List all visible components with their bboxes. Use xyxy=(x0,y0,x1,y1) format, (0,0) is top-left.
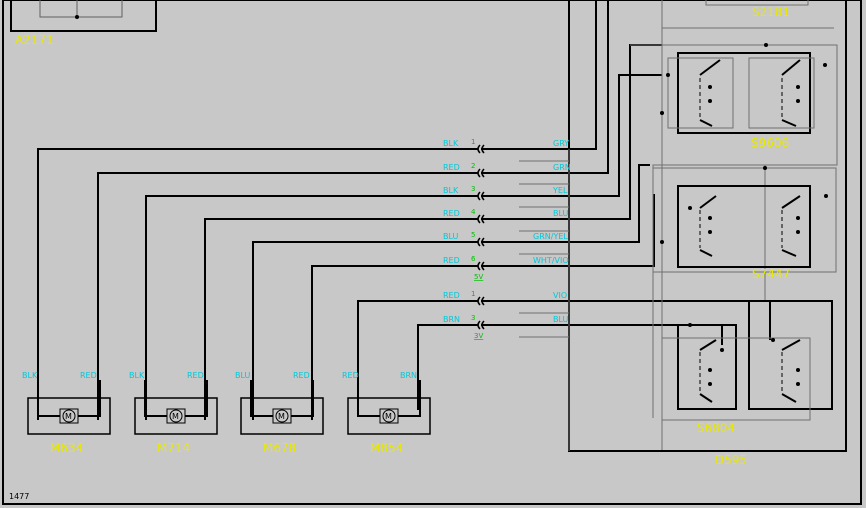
motor-right-wire-label: RED xyxy=(80,371,97,380)
motor-left-wire-label: BLK xyxy=(22,371,38,380)
pin-number: 3 xyxy=(471,185,475,193)
motor-rotor-icon xyxy=(62,409,76,423)
motor-rotor-icon xyxy=(275,409,289,423)
motor: M BLK RED M634 xyxy=(22,371,111,455)
motor-right-wire-label: BRN xyxy=(400,371,417,380)
wire-label-left: BLK xyxy=(443,186,459,195)
wire-to-motor xyxy=(97,172,478,420)
motor-rotor-icon xyxy=(169,409,183,423)
label-a2171: A2171 xyxy=(15,33,54,47)
wire-label-right: GRY xyxy=(553,139,569,148)
label-s9606: S9606 xyxy=(751,136,789,150)
wire-to-motor xyxy=(204,218,478,420)
wire-to-motor xyxy=(311,265,478,420)
motor-housing xyxy=(134,397,218,435)
motor-right-wire-label: RED xyxy=(293,371,310,380)
wire-to-motor xyxy=(145,195,478,420)
connector-pin-symbol xyxy=(477,214,485,224)
wire-verticals xyxy=(481,0,771,345)
pin-number: 4 xyxy=(471,208,476,216)
module-d595-outline xyxy=(568,0,847,452)
motor-name: M714 xyxy=(157,441,190,455)
pin-number: 1 xyxy=(471,290,475,298)
voltage-tag: 3V xyxy=(474,332,483,340)
motor-symbol: M xyxy=(385,412,392,421)
switch-block-s6804: S6804 xyxy=(661,300,833,435)
wire-label-left: BRN xyxy=(443,315,460,324)
wire-to-motor xyxy=(37,148,478,420)
pin-number: 6 xyxy=(471,255,476,263)
motor-right-wire-label: RED xyxy=(187,371,204,380)
motor-rotor-icon xyxy=(382,409,396,423)
wire-to-motor xyxy=(252,241,478,420)
label-s2181: S2181 xyxy=(752,5,790,19)
wire-label-left: RED xyxy=(443,209,460,218)
motor: M RED BRN M854 xyxy=(342,371,431,455)
motor-left-wire-label: RED xyxy=(342,371,359,380)
pin-number: 3 xyxy=(471,314,475,322)
motors: M BLK RED M634 M BLK RED M714 M BLU RED M678 M RED BRN… xyxy=(22,371,431,455)
motor-name: M634 xyxy=(50,441,83,455)
wire-label-left: RED xyxy=(443,291,460,300)
connector-pin-symbol xyxy=(477,320,485,330)
connector-row: RED 1 VIO xyxy=(357,290,567,410)
motor-symbol: M xyxy=(172,412,179,421)
connector-pin-symbol xyxy=(477,296,485,306)
wire-label-right: BLU xyxy=(553,315,569,324)
motor-name: M678 xyxy=(263,441,296,455)
wire-label-right: GRN/YEL xyxy=(533,232,568,241)
connector-row: BLK 3 YEL xyxy=(145,185,568,420)
wire-label-left: BLK xyxy=(443,139,459,148)
wire-label-right: BLU xyxy=(553,209,569,218)
pin-number: 2 xyxy=(471,162,475,170)
wire-label-left: RED xyxy=(443,163,460,172)
wire-label-left: BLU xyxy=(443,232,459,241)
voltage-tag: 5V xyxy=(474,273,483,281)
connector-pin-symbol xyxy=(477,144,485,154)
wire-label-right: VIO xyxy=(553,291,567,300)
wire-label-right: GRN xyxy=(553,163,571,172)
connector-pin-symbol xyxy=(477,191,485,201)
wire-to-motor xyxy=(357,300,478,410)
connector-pin-symbol xyxy=(477,237,485,247)
wire-label-left: RED xyxy=(443,256,460,265)
connector-row: RED 6 WHT/VIO 5V xyxy=(311,255,569,420)
pin-number: 5 xyxy=(471,231,475,239)
wire-label-right: YEL xyxy=(552,186,568,195)
wire-label-right: WHT/VIO xyxy=(533,256,569,265)
motor-housing xyxy=(240,397,324,435)
motor: M BLU RED M678 xyxy=(235,371,324,455)
connector-row: RED 2 GRN xyxy=(97,162,571,420)
motor-housing xyxy=(27,397,111,435)
sheet-number: 1477 xyxy=(9,492,29,501)
component-a2171: A2171 xyxy=(10,0,157,47)
pin-number: 1 xyxy=(471,138,475,146)
connector-row: BRN 3 BLU 3V xyxy=(417,314,569,410)
switch-block-s7447: S7447 xyxy=(652,166,837,281)
label-d595: D595 xyxy=(715,453,747,467)
label-s7447: S7447 xyxy=(752,267,790,281)
motor-left-wire-label: BLU xyxy=(235,371,251,380)
motor-left-wire-label: BLK xyxy=(129,371,145,380)
motor: M BLK RED M714 xyxy=(129,371,218,455)
motor-symbol: M xyxy=(278,412,285,421)
wire-to-motor xyxy=(417,324,478,410)
motor-housing xyxy=(347,397,431,435)
motor-symbol: M xyxy=(65,412,72,421)
connector-row: BLK 1 GRY xyxy=(37,138,569,420)
label-s6804: S6804 xyxy=(697,421,735,435)
motor-name: M854 xyxy=(370,441,403,455)
switch-block-s9606: S9606 xyxy=(660,43,827,150)
connector-pin-symbol xyxy=(477,261,485,271)
connector-row: BLU 5 GRN/YEL xyxy=(252,231,568,420)
connector-pin-symbol xyxy=(477,168,485,178)
